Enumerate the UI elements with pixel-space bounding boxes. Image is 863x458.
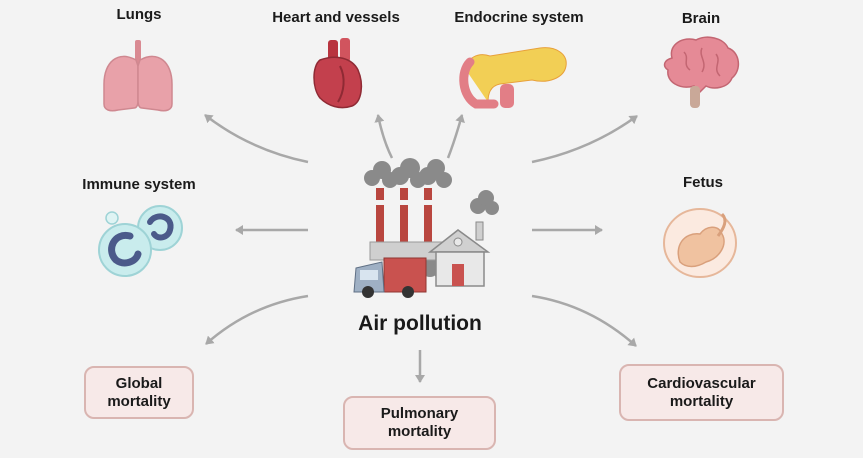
endocrine-system-label: Endocrine system xyxy=(454,9,584,26)
global-mortality-line1: Global xyxy=(115,374,163,392)
immune-system-label: Immune system xyxy=(82,176,196,193)
brain-label: Brain xyxy=(681,10,721,27)
arrow-to-endocrine xyxy=(446,114,465,159)
global-mortality-line2: mortality xyxy=(107,392,171,410)
cardiovascular-mortality-line1: Cardiovascular xyxy=(647,374,756,392)
pollution-scene-icon xyxy=(353,158,499,298)
arrow-to-brain xyxy=(531,114,638,164)
lungs-label: Lungs xyxy=(116,6,162,23)
arrow-to-cardiovascular xyxy=(531,294,637,347)
arrow-to-heart xyxy=(374,114,394,159)
pulmonary-mortality-line1: Pulmonary xyxy=(380,405,459,422)
immune-cells-icon xyxy=(98,205,183,277)
brain-icon xyxy=(663,36,740,108)
pulmonary-mortality-box: Pulmonary mortality xyxy=(343,396,496,450)
global-mortality-box: Global mortality xyxy=(84,366,194,419)
lungs-icon xyxy=(103,40,173,112)
cardiovascular-mortality-line2: mortality xyxy=(669,392,734,410)
air-pollution-label: Air pollution xyxy=(358,312,482,335)
endocrine-gland-icon xyxy=(459,47,567,109)
arrow-to-lungs xyxy=(204,114,309,164)
cardiovascular-mortality-box: Cardiovascular mortality xyxy=(619,364,784,421)
pulmonary-mortality-line2: mortality xyxy=(387,423,452,440)
arrow-to-global xyxy=(205,294,309,345)
heart-and-vessels-label: Heart and vessels xyxy=(272,9,400,26)
heart-icon xyxy=(313,38,363,109)
fetus-label: Fetus xyxy=(682,174,724,191)
fetus-icon xyxy=(663,208,737,278)
